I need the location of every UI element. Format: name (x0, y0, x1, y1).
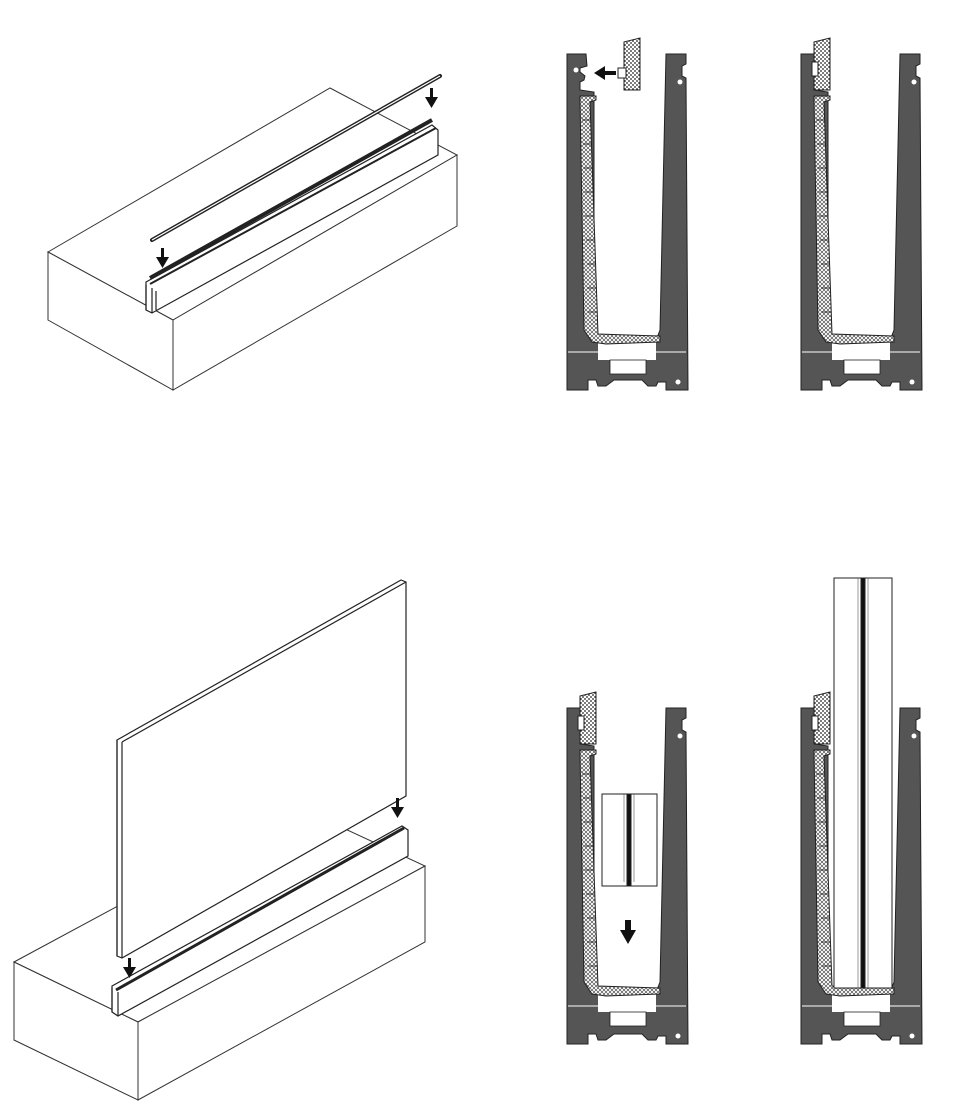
step-4-isometric-view (12, 579, 427, 1101)
down-arrow-icon (123, 958, 136, 978)
clip-insert (577, 691, 597, 745)
inner-liner (579, 749, 661, 997)
liner-ribs (582, 119, 597, 313)
clip-insert (617, 37, 641, 91)
liner-ribs (582, 773, 597, 967)
glass-block (601, 793, 658, 887)
gasket-strip (150, 74, 442, 242)
step-2-section-view (566, 37, 689, 391)
down-arrow-icon (425, 88, 438, 108)
base-profile (145, 124, 439, 314)
liner-ribs (816, 773, 831, 967)
block-front-face (172, 154, 458, 391)
down-arrow-icon (391, 798, 404, 818)
clip-insert (811, 37, 831, 91)
step-5-section-view (566, 691, 689, 1045)
concrete-block (46, 87, 459, 391)
down-arrow-icon (156, 248, 169, 268)
down-arrow-icon (620, 920, 636, 944)
clip-insert (811, 691, 831, 745)
liner-ribs (816, 119, 831, 313)
step-1-isometric-view (46, 74, 459, 391)
step-3-section-view (800, 37, 923, 391)
inner-liner (579, 95, 661, 345)
left-arrow-icon (594, 66, 616, 80)
block-front-face (137, 865, 426, 1101)
glass-panel-section (833, 577, 893, 989)
step-6-section-view (800, 577, 923, 1045)
glass-panel (116, 579, 407, 959)
base-profile (111, 825, 409, 1017)
gasket-strip (149, 118, 433, 280)
inner-liner (813, 749, 895, 997)
inner-liner (813, 95, 895, 345)
